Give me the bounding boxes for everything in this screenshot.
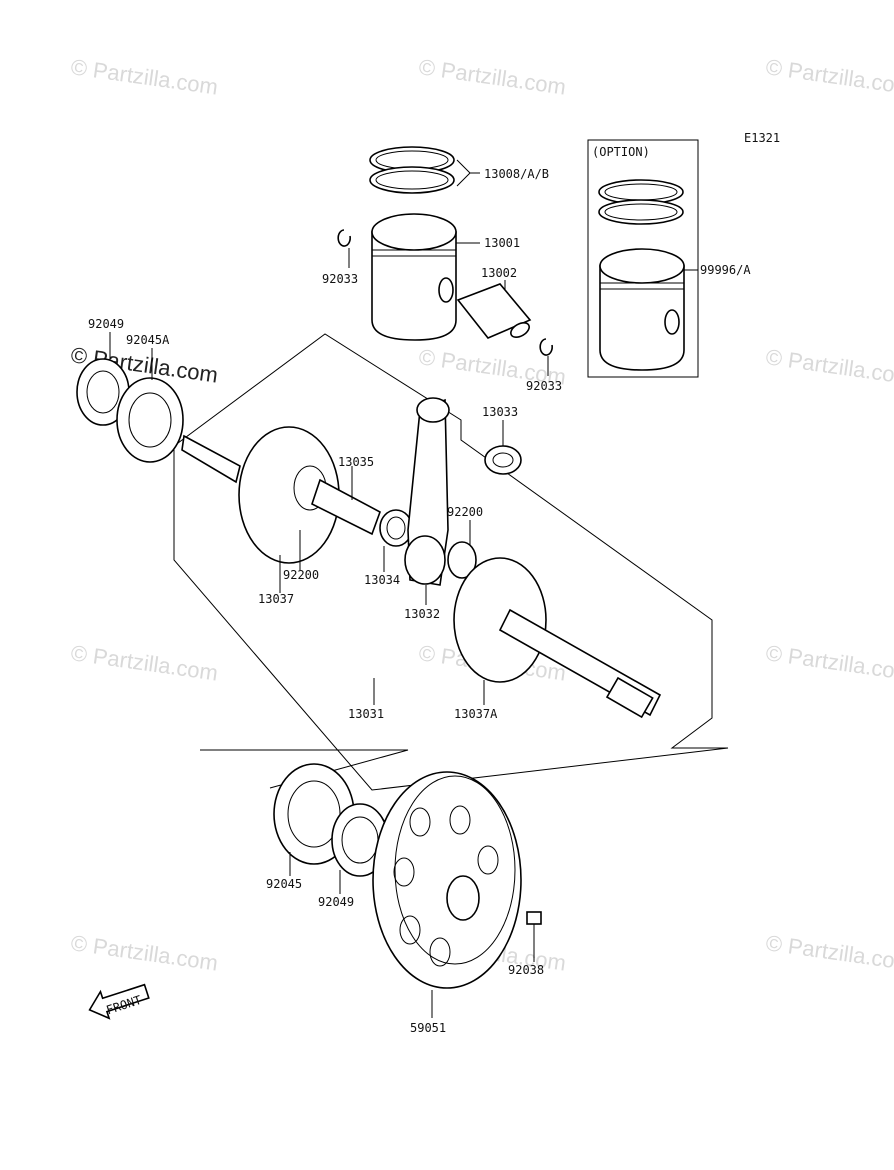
part-label[interactable]: 92038 [508, 963, 544, 977]
part-label[interactable]: 99996/A [700, 263, 751, 277]
diagram-code: E1321 [744, 131, 780, 145]
part-label[interactable]: 59051 [410, 1021, 446, 1035]
part-label[interactable]: 13001 [484, 236, 520, 250]
part-label[interactable]: 92200 [283, 568, 319, 582]
small-end-bearing[interactable] [484, 445, 522, 475]
part-label[interactable]: 13032 [404, 607, 440, 621]
part-label[interactable]: 13002 [481, 266, 517, 280]
piston-pin[interactable] [456, 283, 532, 340]
part-label[interactable]: 13033 [482, 405, 518, 419]
piston-rings[interactable] [369, 146, 455, 194]
bearing-left-large[interactable] [116, 377, 184, 463]
watermark: © Partzilla.com [417, 54, 567, 99]
watermark: © Partzilla.com [69, 930, 219, 975]
option-piston-kit[interactable] [598, 179, 685, 371]
front-arrow-icon [88, 983, 150, 1020]
part-label[interactable]: 13008/A/B [484, 167, 549, 181]
part-label[interactable]: 92033 [322, 272, 358, 286]
woodruff-key[interactable] [526, 911, 542, 925]
part-label[interactable]: 92049 [318, 895, 354, 909]
thrust-washer-right[interactable] [447, 541, 477, 579]
needle-bearing[interactable] [379, 509, 413, 547]
part-label[interactable]: 92045 [266, 877, 302, 891]
watermark: © Partzilla.com [764, 640, 894, 685]
bearing-left-small[interactable] [76, 358, 130, 426]
part-label[interactable]: 13034 [364, 573, 400, 587]
part-label[interactable]: 92045A [126, 333, 170, 347]
crankshaft-frame [173, 333, 729, 791]
part-label[interactable]: 13031 [348, 707, 384, 721]
connecting-rod[interactable] [404, 397, 450, 586]
circlip-left[interactable] [337, 229, 351, 247]
part-label[interactable]: 13037 [258, 592, 294, 606]
watermark: © Partzilla.com [69, 640, 219, 685]
part-label[interactable]: 13037A [454, 707, 498, 721]
part-label[interactable]: 92200 [447, 505, 483, 519]
part-label[interactable]: 13035 [338, 455, 374, 469]
crank-web-left[interactable] [181, 426, 381, 564]
part-label[interactable]: 92049 [88, 317, 124, 331]
piston[interactable] [371, 213, 457, 341]
circlip-right[interactable] [539, 338, 553, 356]
watermark: © Partzilla.com [764, 54, 894, 99]
crank-web-right[interactable] [453, 557, 662, 719]
starter-gear[interactable] [372, 771, 522, 989]
option-box [587, 139, 699, 378]
option-label: (OPTION) [592, 145, 650, 159]
part-labels: 13008/A/B 13001 92033 13002 92033 99996/… [88, 167, 751, 1035]
watermark: © Partzilla.com [764, 344, 894, 389]
watermark: © Partzilla.com [69, 54, 219, 99]
part-label[interactable]: 92033 [526, 379, 562, 393]
watermark: © Partzilla.com [764, 930, 894, 975]
